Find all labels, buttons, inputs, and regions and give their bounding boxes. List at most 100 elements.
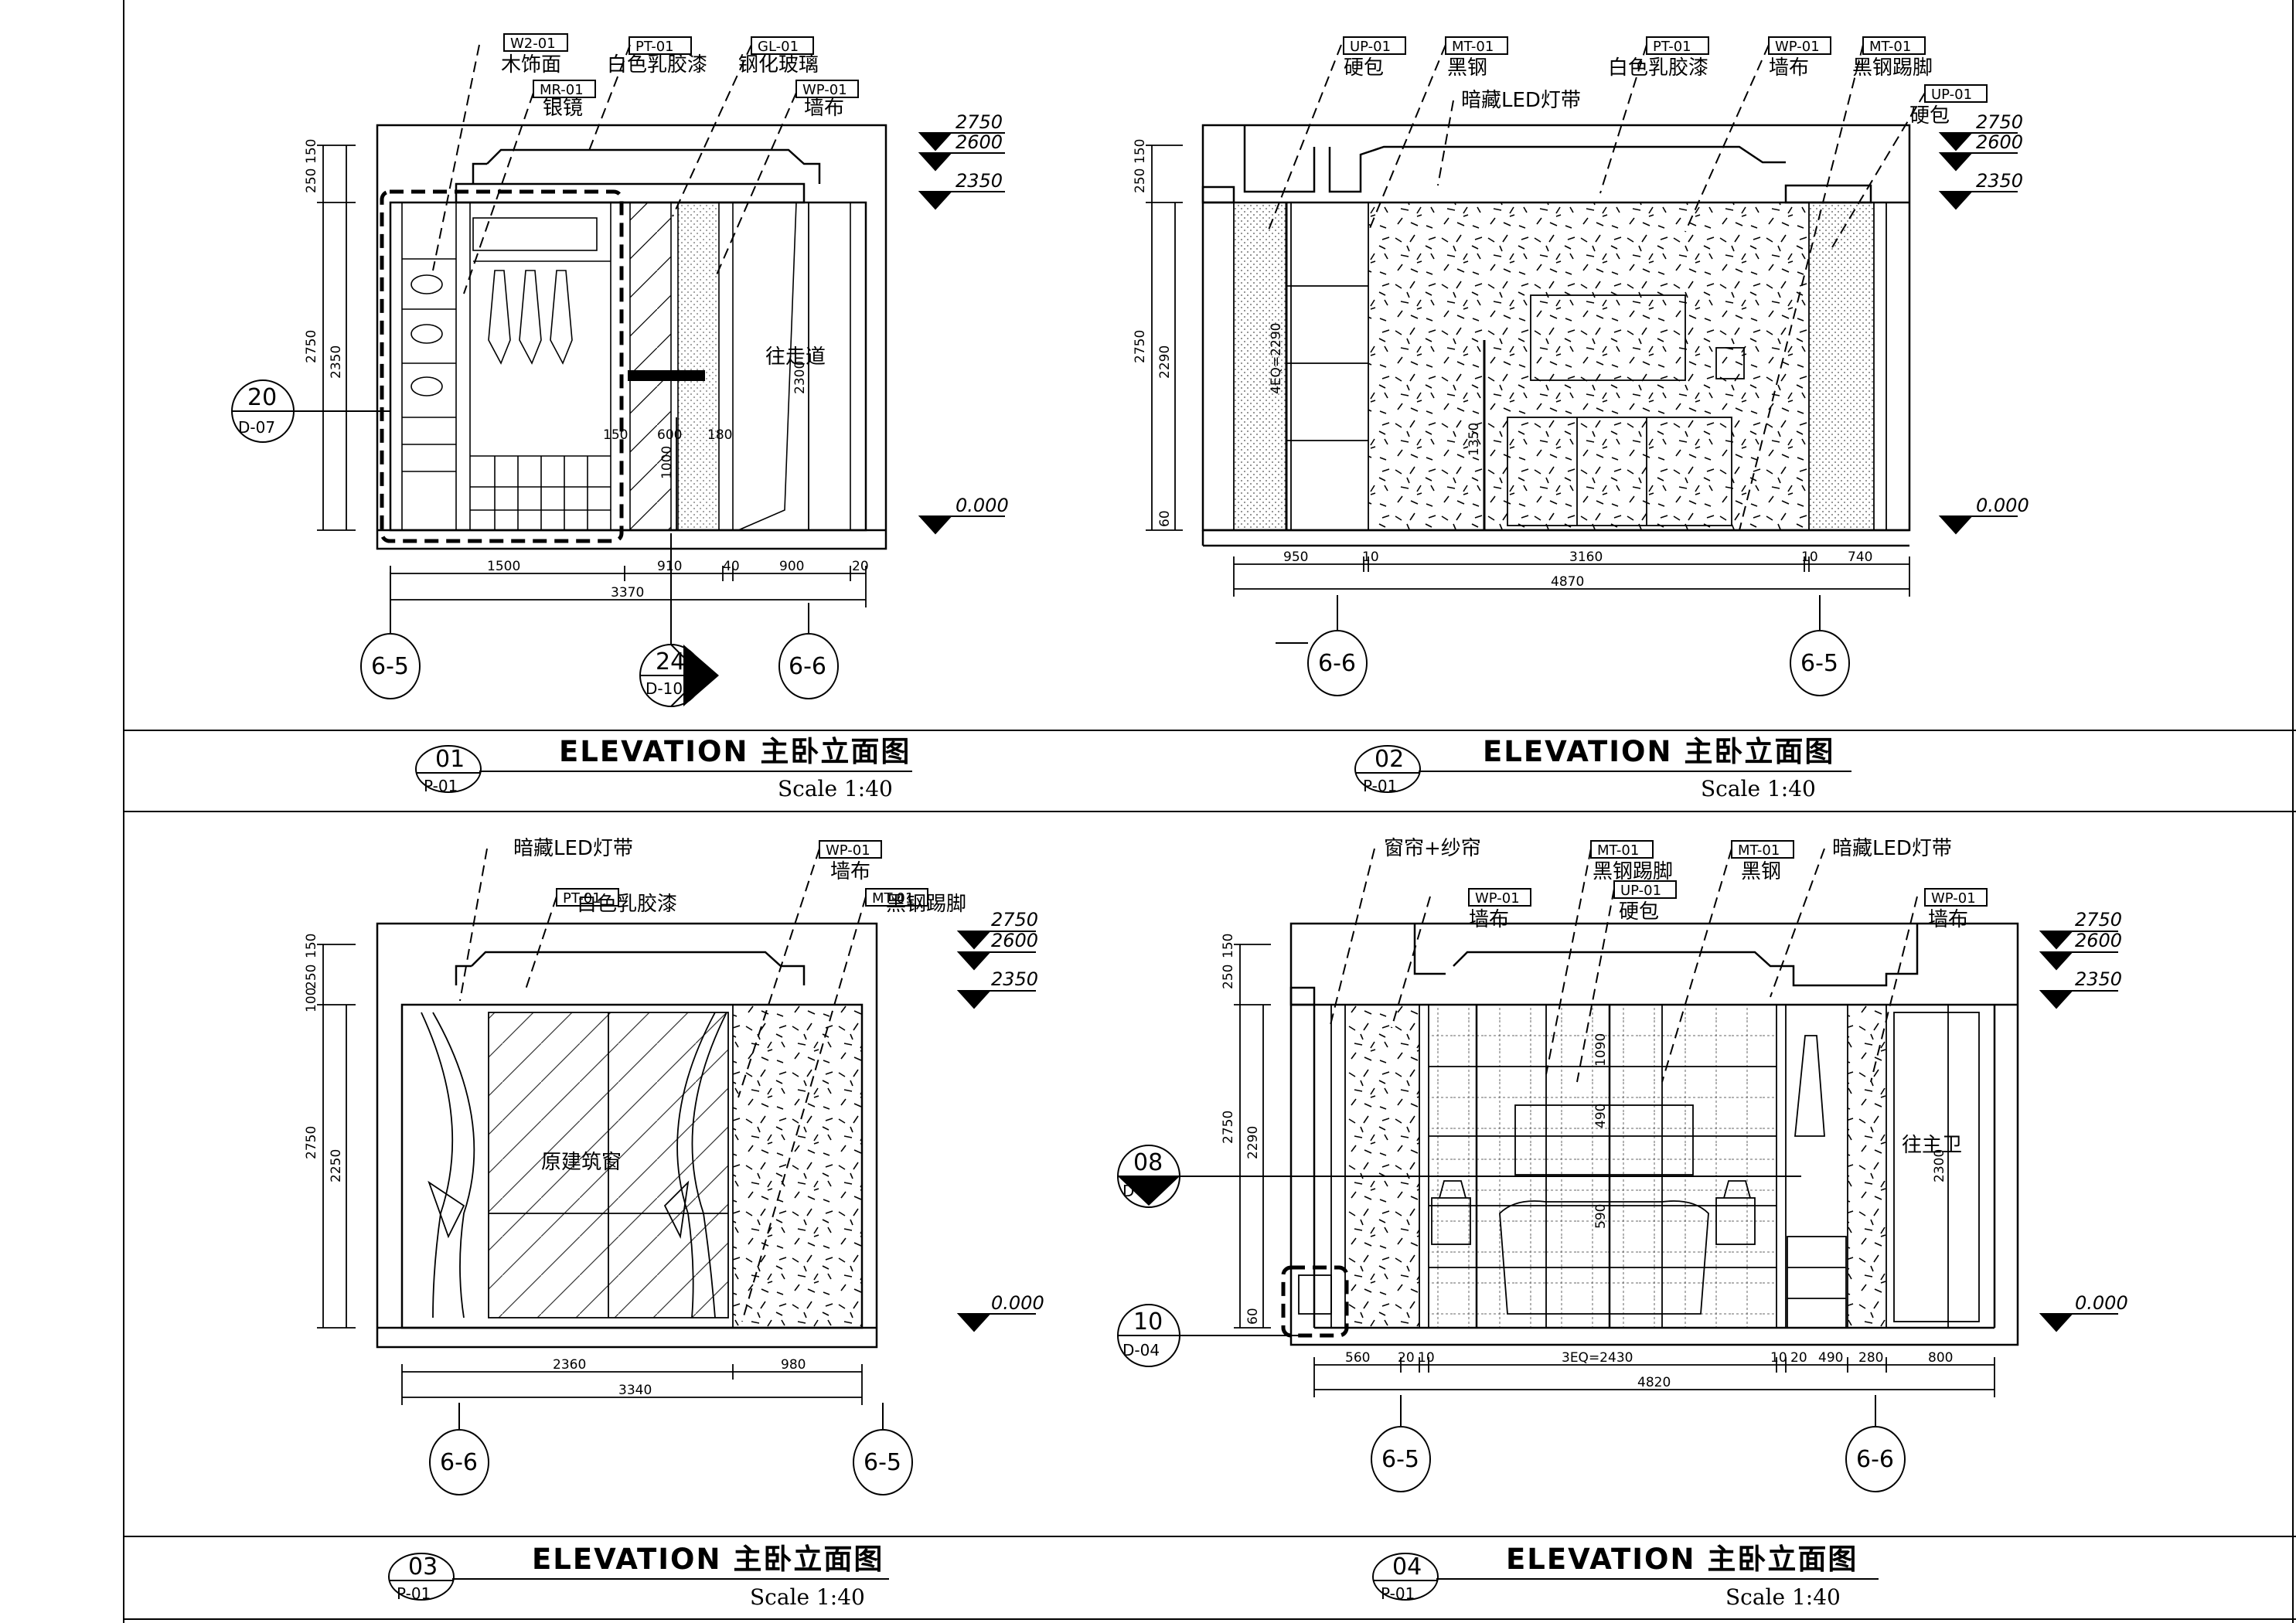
p2-label-white-paint: 白色乳胶漆 (1608, 56, 1708, 80)
p2-tag-skirting: MT-01 (1869, 39, 1911, 55)
level-2350: 2350 (956, 170, 1003, 192)
p2-dim-v-150: 150 (1133, 139, 1148, 164)
p4-tag-wallcloth: WP-01 (1475, 890, 1520, 907)
panel-03-scale: Scale 1:40 (750, 1584, 865, 1610)
panel-01-elevation: W2-01 PT-01 GL-01 MR-01 WP-01 木饰面 白色乳胶漆 … (231, 33, 1009, 801)
p2-label-upholstery-2: 硬包 (1909, 104, 1950, 128)
p3-label-skirting: 黑钢踢脚 (886, 893, 966, 916)
p4-label-led: 暗藏LED灯带 (1832, 837, 1952, 860)
p4-dim-h-280: 280 (1858, 1350, 1883, 1366)
dim-v-250: 250 (304, 168, 319, 193)
callout-20-ref: D-07 (238, 418, 275, 437)
p3-axis-6-5: 6-5 (864, 1449, 901, 1476)
p2-tag-white-paint: PT-01 (1653, 39, 1691, 55)
dim-h-910: 910 (657, 559, 682, 574)
p3-level-0000: 0.000 (991, 1292, 1044, 1314)
p4-dim-h-10: 10 (1418, 1350, 1435, 1366)
p2-label-upholstery: 硬包 (1344, 56, 1384, 80)
p3-dim-h-3340: 3340 (618, 1383, 652, 1398)
p4-label-curtain: 窗帘+纱帘 (1384, 837, 1481, 860)
callout-10-number: 10 (1133, 1308, 1163, 1335)
callout-24-ref: D-10 (646, 679, 683, 698)
p2-dim-h-10: 10 (1362, 550, 1379, 565)
p4-label-skirting: 黑钢踢脚 (1593, 860, 1673, 883)
dim-inner-600: 600 (657, 427, 682, 443)
dim-v-2750: 2750 (304, 330, 319, 363)
tag-silver-mirror: MR-01 (540, 82, 584, 98)
p4-dim-h-20: 20 (1398, 1350, 1415, 1366)
label-wood-veneer: 木饰面 (501, 53, 561, 77)
callout-24-number: 24 (656, 648, 685, 675)
panel-01-scale: Scale 1:40 (778, 776, 893, 801)
tag-wallcloth: WP-01 (802, 82, 847, 98)
p4-tag-upholstery: UP-01 (1620, 883, 1661, 899)
p2-tag-upholstery: UP-01 (1350, 39, 1391, 55)
p4-tag-wallcloth-2: WP-01 (1931, 890, 1976, 907)
dim-v-2300: 2300 (792, 361, 808, 394)
p3-tag-skirting: MT-01 (872, 890, 914, 907)
p2-label-led: 暗藏LED灯带 (1461, 89, 1581, 112)
p4-dim-v-250: 250 (1221, 965, 1236, 989)
p4-dim-h-4820: 4820 (1637, 1375, 1671, 1390)
p3-level-2750: 2750 (991, 909, 1038, 931)
p4-dim-h-3eq: 3EQ=2430 (1562, 1350, 1633, 1366)
p4-dim-v-590: 590 (1593, 1204, 1609, 1229)
p3-label-original-window: 原建筑窗 (541, 1151, 622, 1174)
p4-label-upholstery: 硬包 (1619, 900, 1659, 924)
p4-label-black-steel: 黑钢 (1741, 860, 1781, 883)
p4-tag-black-steel: MT-01 (1738, 842, 1780, 859)
p2-dim-h-3160: 3160 (1569, 550, 1603, 565)
p4-dim-v-60: 60 (1245, 1308, 1261, 1325)
p2-tag-upholstery-2: UP-01 (1931, 87, 1972, 103)
panel-02-elevation: UP-01 MT-01 PT-01 WP-01 MT-01 UP-01 硬包 黑… (1133, 36, 2029, 801)
p2-label-skirting: 黑钢踢脚 (1852, 56, 1933, 80)
p2-dim-v-2750: 2750 (1133, 330, 1148, 363)
p2-level-2750: 2750 (1976, 111, 2023, 133)
dim-h-3370: 3370 (611, 585, 644, 601)
tag-white-paint: PT-01 (635, 39, 674, 55)
p4-dim-v-2290: 2290 (1245, 1126, 1261, 1159)
p4-level-0000: 0.000 (2075, 1292, 2128, 1314)
p3-dim-v-100: 100 (304, 988, 319, 1012)
panel-01-title: ELEVATION 主卧立面图 (559, 735, 911, 768)
p3-tag-wallcloth: WP-01 (826, 842, 870, 859)
panel-04-ref: P-01 (1381, 1584, 1415, 1603)
callout-20-number: 20 (247, 384, 277, 411)
p3-dim-v-2750: 2750 (304, 1126, 319, 1159)
p2-tag-wallcloth: WP-01 (1775, 39, 1820, 55)
panel-02-number: 02 (1375, 746, 1404, 773)
dim-inner-150: 150 (603, 427, 628, 443)
dim-h-1500: 1500 (487, 559, 520, 574)
p2-label-black-steel: 黑钢 (1447, 56, 1487, 80)
p2-dim-v-250: 250 (1133, 168, 1148, 193)
dim-h-20: 20 (852, 559, 869, 574)
dim-v-2350: 2350 (329, 345, 344, 379)
callout-10-ref: D-04 (1122, 1341, 1160, 1359)
p4-tag-skirting: MT-01 (1597, 842, 1639, 859)
p3-dim-v-150: 150 (304, 934, 319, 958)
p4-dim-h-20b: 20 (1790, 1350, 1807, 1366)
p3-tag-white-paint: PT-01 (563, 890, 601, 907)
p2-dim-h-10b: 10 (1801, 550, 1818, 565)
p4-dim-h-800: 800 (1928, 1350, 1953, 1366)
p2-dim-v-1350: 1350 (1467, 423, 1482, 456)
p4-label-wallcloth-2: 墙布 (1928, 908, 1968, 931)
p3-dim-v-2250: 2250 (329, 1149, 344, 1182)
axis-6-5: 6-5 (371, 653, 409, 680)
label-tempered-glass: 钢化玻璃 (738, 53, 819, 77)
p2-dim-h-950: 950 (1283, 550, 1308, 565)
label-to-corridor: 往走道 (765, 345, 826, 369)
dim-v-1000: 1000 (659, 446, 675, 479)
dim-v-150: 150 (304, 139, 319, 164)
p4-dim-v-1090: 1090 (1593, 1033, 1609, 1067)
panel-04-title: ELEVATION 主卧立面图 (1506, 1543, 1858, 1576)
panel-03-title: ELEVATION 主卧立面图 (532, 1543, 884, 1576)
p2-level-2600: 2600 (1976, 131, 2023, 153)
panel-04-scale: Scale 1:40 (1725, 1584, 1841, 1610)
tag-wood-veneer: W2-01 (510, 36, 556, 52)
p3-level-2600: 2600 (991, 930, 1038, 951)
p4-dim-v-490: 490 (1593, 1104, 1609, 1128)
p3-label-wallcloth: 墙布 (830, 860, 870, 883)
p4-dim-h-560: 560 (1345, 1350, 1370, 1366)
